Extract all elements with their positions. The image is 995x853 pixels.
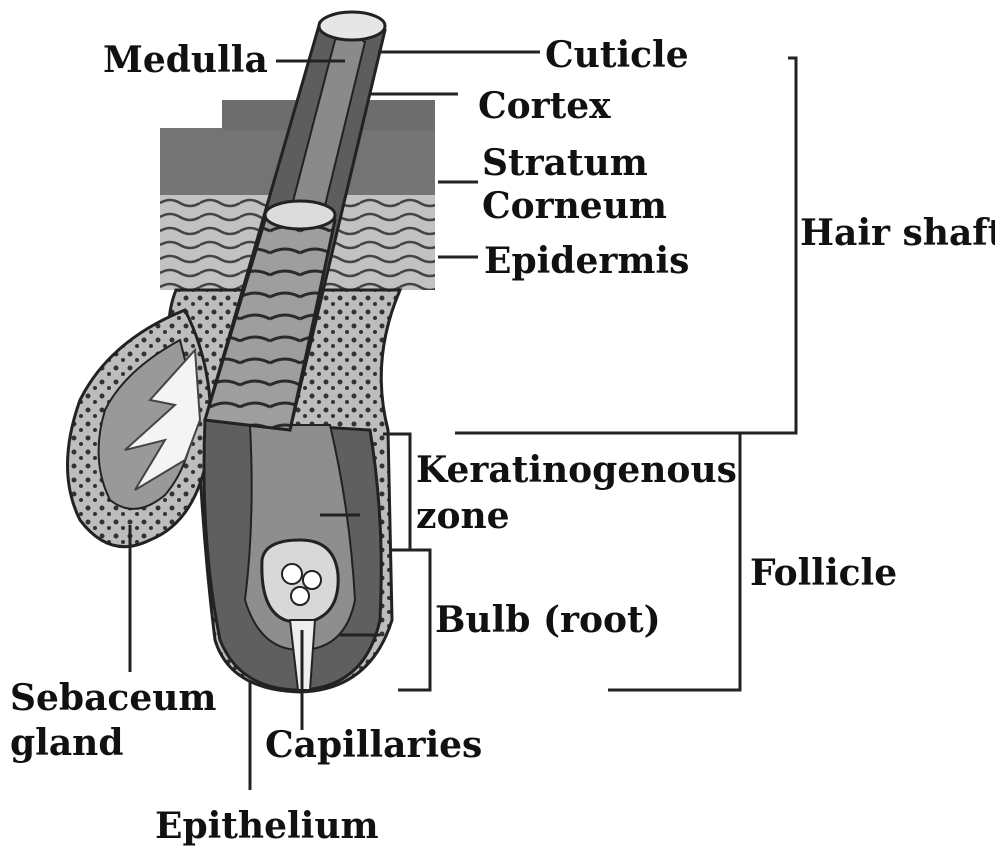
capillary-cell xyxy=(282,564,302,584)
label-bulb: Bulb (root) xyxy=(435,599,661,641)
capillary-cell xyxy=(303,571,321,589)
label-follicle: Follicle xyxy=(750,552,897,594)
label-cuticle: Cuticle xyxy=(545,34,689,76)
label-sebaceum: Sebaceum xyxy=(10,677,217,719)
label-epidermis: Epidermis xyxy=(484,240,689,282)
label-keratinogenous: Keratinogenous xyxy=(416,449,737,491)
sebaceous-gland xyxy=(68,310,211,547)
label-medulla: Medulla xyxy=(103,39,268,81)
bulb-bracket xyxy=(390,550,430,690)
capillary-cell xyxy=(291,587,309,605)
label-zone: zone xyxy=(416,495,510,537)
label-epithelium: Epithelium xyxy=(155,805,379,847)
hair-bulb xyxy=(204,420,381,690)
label-capillaries: Capillaries xyxy=(265,724,482,766)
shaft-tip xyxy=(319,12,385,40)
label-cortex: Cortex xyxy=(478,85,611,127)
label-stratum: Stratum xyxy=(482,142,648,184)
label-gland: gland xyxy=(10,722,124,764)
shaft-cross-section xyxy=(265,201,335,229)
label-corneum: Corneum xyxy=(482,185,667,227)
label-hair-shaft: Hair shaft xyxy=(800,212,995,254)
